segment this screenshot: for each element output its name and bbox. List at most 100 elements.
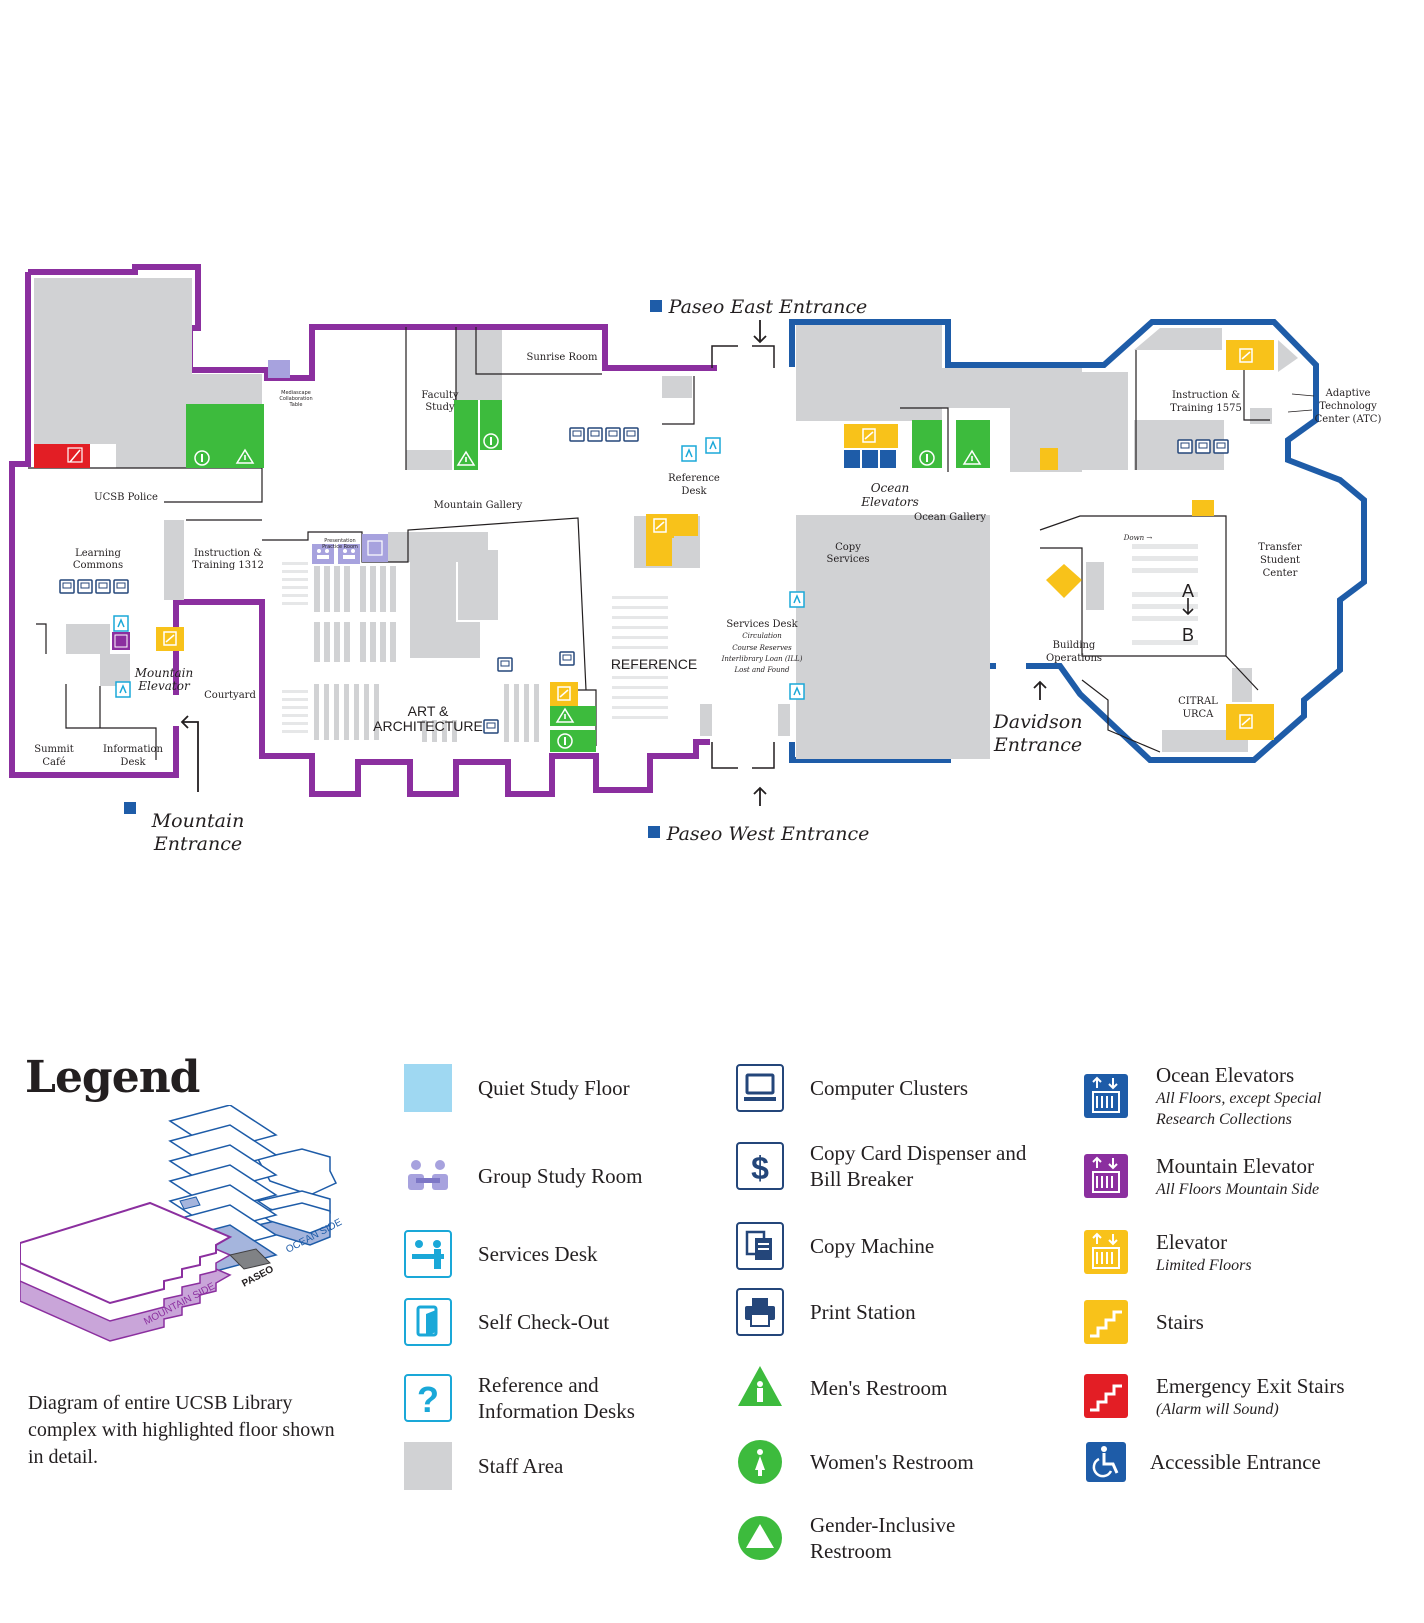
dollar-icon: $: [736, 1142, 784, 1190]
mountain-gallery-label: Mountain Gallery: [434, 500, 523, 511]
reference-section-label: REFERENCE: [611, 656, 697, 672]
davidson-entrance-label-1: Davidson: [993, 711, 1083, 733]
legend-item-emergency-stairs: Emergency Exit Stairs(Alarm will Sound): [1080, 1370, 1345, 1422]
information-desk-label-2: Desk: [120, 757, 146, 768]
ocean-elevator-icon: [1084, 1074, 1128, 1118]
art-architecture-label-1: ART &: [408, 703, 449, 719]
printer-icon: [736, 1288, 784, 1336]
atc-label-1: Adaptive: [1325, 388, 1371, 399]
point-a-label: A: [1182, 581, 1194, 601]
ocean-elevators-label-2: Elevators: [860, 495, 919, 509]
atc-label-3: Center (ATC): [1315, 414, 1382, 425]
legend-item-quiet-study: Quiet Study Floor: [402, 1062, 630, 1114]
svg-text:$: $: [751, 1150, 769, 1186]
reference-desk-label-2: Desk: [681, 486, 707, 497]
building-operations-label-1: Building: [1053, 640, 1096, 651]
stairs-icon: [1084, 1300, 1128, 1344]
point-b-label: B: [1182, 625, 1194, 645]
question-mark-icon: ?: [404, 1374, 452, 1422]
gender-inclusive-icon: [738, 1516, 782, 1560]
diagram-caption: Diagram of entire UCSB Library complex w…: [28, 1392, 335, 1468]
accessible-entrance-icon: [1086, 1442, 1126, 1482]
davidson-entrance-label-2: Entrance: [993, 734, 1082, 756]
mountain-side-outline: [28, 264, 717, 381]
legend-item-computer-clusters: Computer Clusters: [734, 1062, 968, 1114]
ocean-side-outline: [789, 319, 1367, 763]
mediascape-label-2: Collaboration: [279, 396, 312, 402]
mediascape-label-3: Table: [289, 402, 303, 408]
services-desk-line-3: Interlibrary Loan (ILL): [721, 655, 803, 663]
quiet-study-swatch: [404, 1064, 452, 1112]
group-study-icon: [408, 1160, 448, 1190]
legend-item-accessible-entrance: Accessible Entrance: [1080, 1436, 1321, 1488]
presentation-room-label-1: Presentation: [324, 538, 355, 544]
ocean-gallery-label: Ocean Gallery: [914, 512, 986, 523]
legend-item-stairs: Stairs: [1080, 1296, 1204, 1348]
learning-commons-label-2: Commons: [73, 560, 123, 571]
down-label: Down →: [1123, 534, 1153, 542]
legend-title: Legend: [25, 1052, 200, 1103]
citral-label: CITRAL: [1178, 696, 1218, 707]
presentation-room-label-2: Practice Room: [322, 544, 358, 550]
legend-item-copy-card: $ Copy Card Dispenser and Bill Breaker: [734, 1140, 1040, 1192]
mountain-elevator-label-2: Elevator: [137, 679, 191, 693]
ocean-elevators: [844, 450, 896, 468]
legend-item-reference-desks: ? Reference and Information Desks: [402, 1372, 678, 1424]
information-desk-label-1: Information: [103, 744, 164, 755]
instruction-1312-label-1: Instruction &: [194, 548, 262, 559]
paseo-west-label: Paseo West Entrance: [666, 823, 870, 845]
legend-item-self-checkout: Self Check-Out: [402, 1296, 609, 1348]
elevator-icon: [1084, 1230, 1128, 1274]
mountain-entrance-label-1: Mountain: [151, 810, 245, 832]
faculty-study-label-2: Study: [425, 402, 455, 413]
instruction-1312-label-2: Training 1312: [192, 560, 264, 571]
elevators-and-stairs: [155, 340, 1274, 740]
mountain-side-west-wall: [9, 272, 179, 778]
instruction-1575-label-2: Training 1575: [1170, 403, 1242, 414]
legend-item-womens-restroom: Women's Restroom: [734, 1436, 974, 1488]
library-complex-diagram: PASEO MOUNTAIN SIDE OCEAN SIDE: [20, 1105, 344, 1342]
legend-item-services-desk: Services Desk: [402, 1228, 598, 1280]
services-desk-line-1: Circulation: [742, 632, 782, 640]
legend-item-print-station: Print Station: [734, 1286, 916, 1338]
legend-item-mens-restroom: Men's Restroom: [734, 1362, 947, 1414]
courtyard-label: Courtyard: [204, 690, 256, 701]
emergency-stairs-icon: [1084, 1374, 1128, 1418]
legend-item-staff-area: Staff Area: [402, 1440, 563, 1492]
services-desk-icon: [404, 1230, 452, 1278]
mountain-entrance-label-2: Entrance: [153, 833, 242, 855]
mountain-side-south-wall: [173, 599, 710, 797]
mountain-elevator-icon: [112, 632, 130, 650]
mens-restroom-icon: [738, 1366, 782, 1406]
atc-label-2: Technology: [1319, 401, 1377, 412]
transfer-center-label-1: Transfer: [1258, 542, 1302, 553]
art-architecture-label-2: ARCHITECTURE: [373, 718, 483, 734]
reference-desk-label-1: Reference: [668, 473, 720, 484]
copy-services-label-2: Services: [826, 554, 869, 565]
legend-item-copy-machine: Copy Machine: [734, 1220, 934, 1272]
transfer-center-label-2: Student: [1260, 555, 1300, 566]
map-icons: [59, 300, 1229, 838]
paseo-east-label: Paseo East Entrance: [668, 296, 868, 318]
ucsb-police-label: UCSB Police: [94, 492, 158, 503]
ocean-elevators-label-1: Ocean: [871, 481, 910, 495]
summit-cafe-label-2: Café: [42, 757, 65, 768]
legend-item-group-study: Group Study Room: [402, 1150, 643, 1202]
instruction-1575-label-1: Instruction &: [1172, 390, 1240, 401]
restrooms: [186, 400, 990, 752]
legend-item-gender-inclusive: Gender-Inclusive Restroom: [734, 1512, 990, 1564]
group-study-rooms: [268, 360, 388, 564]
svg-text:?: ?: [417, 1379, 439, 1420]
services-desk-label: Services Desk: [726, 619, 798, 630]
mountain-elevator-legend-icon: [1084, 1154, 1128, 1198]
summit-cafe-label-1: Summit: [34, 744, 73, 755]
urca-label: URCA: [1183, 709, 1215, 720]
womens-restroom-icon: [738, 1440, 782, 1484]
staff-area-swatch: [404, 1442, 452, 1490]
copy-machine-icon: [736, 1222, 784, 1270]
floor-map: Paseo East Entrance Paseo West Entrance …: [9, 264, 1382, 855]
staff-areas: [34, 278, 1298, 759]
self-checkout-icon: [404, 1298, 452, 1346]
